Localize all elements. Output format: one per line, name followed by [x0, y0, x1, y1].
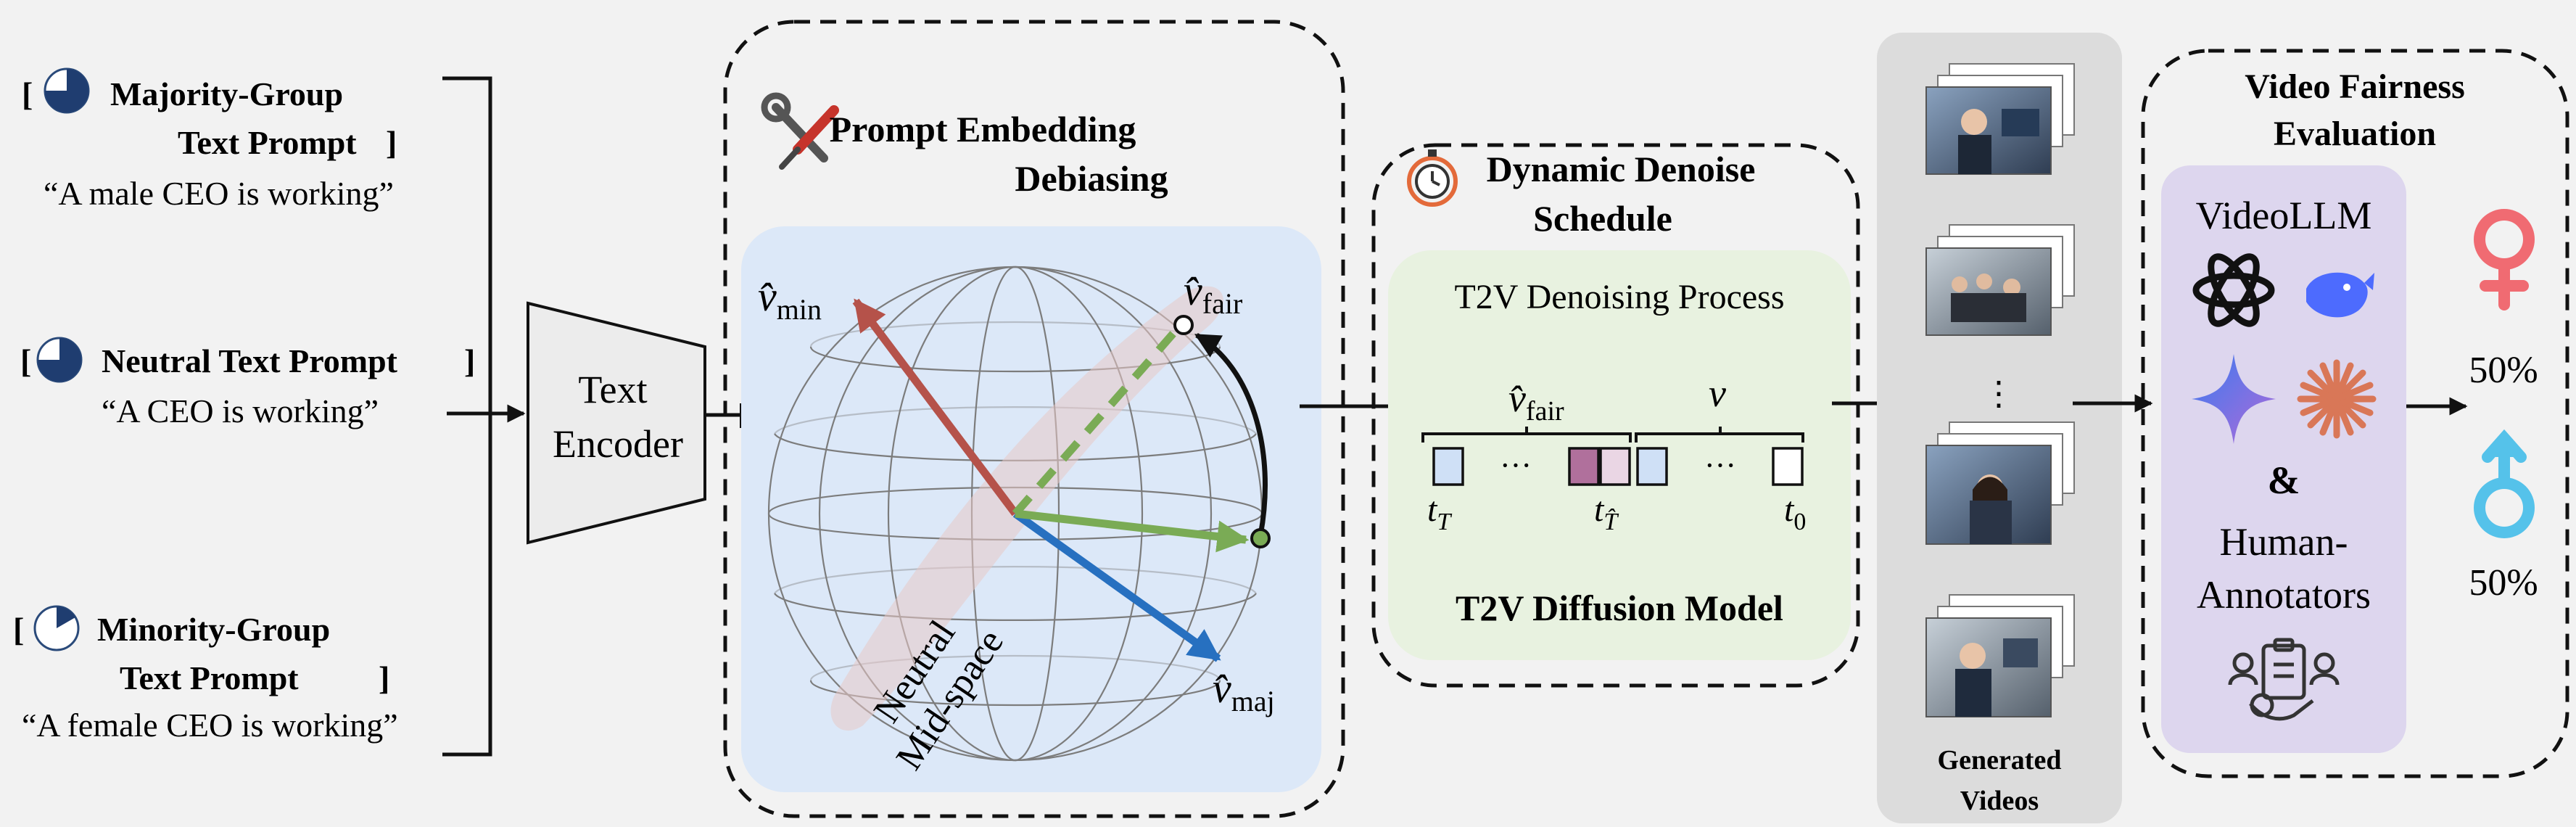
debias-title-line2: Debiasing	[1015, 158, 1168, 199]
clipboard-annotator-icon	[2228, 638, 2340, 721]
t-That-sub: T̂	[1603, 508, 1619, 535]
svg-text:]: ]	[464, 342, 475, 379]
sched-v: v	[1709, 371, 1726, 415]
v-maj-arrow	[1012, 510, 1221, 662]
svg-text:t0: t0	[1784, 490, 1806, 535]
minority-label-line2: Text Prompt	[120, 659, 299, 696]
videos-label-line1: Generated	[1938, 745, 2062, 775]
neutral-label: Neutral Text Prompt	[102, 342, 398, 379]
male-pct: 50%	[2469, 562, 2538, 604]
video-stack-2	[1925, 224, 2075, 336]
human-line1: Human-	[2220, 520, 2348, 564]
schedule-steps	[1432, 447, 1804, 486]
t-T: t	[1427, 490, 1438, 529]
svg-text:v̂fair: v̂fair	[1184, 267, 1242, 320]
v-min-arrow	[852, 298, 1019, 517]
sched-v-fair: v̂	[1508, 377, 1526, 420]
openai-icon	[2192, 253, 2275, 327]
v-min-label: v̂	[758, 273, 777, 320]
sched-dots-right: ···	[1704, 448, 1736, 483]
eval-title-line2: Evaluation	[2274, 115, 2436, 153]
v-fair-sub: fair	[1202, 287, 1243, 320]
v-fair-label: v̂	[1184, 267, 1202, 314]
svg-text:tT: tT	[1427, 490, 1452, 535]
videos-label-line2: Videos	[1960, 786, 2039, 816]
v-fair-projection-dashed	[1012, 322, 1184, 517]
eval-title-line1: Video Fairness	[2245, 67, 2465, 106]
svg-text:tT̂: tT̂	[1594, 490, 1619, 535]
pie-neutral-icon	[36, 337, 83, 383]
denoise-panel: Dynamic Denoise Schedule T2V Denoising P…	[1371, 143, 1860, 688]
male-symbol-icon	[2474, 429, 2535, 538]
schedule-braces	[1421, 427, 1804, 443]
prompt-majority: [ Majority-Group Text Prompt ] “A male C…	[22, 67, 397, 212]
neutral-mid-space-band	[830, 286, 1223, 731]
t-T-sub: T	[1437, 509, 1452, 535]
v-neutral-arrow	[1015, 509, 1250, 553]
female-pct: 50%	[2469, 350, 2538, 391]
pie-majority-icon	[44, 67, 90, 114]
amp-label: &	[2268, 458, 2300, 502]
svg-text:[: [	[13, 611, 24, 648]
video-stack-4	[1925, 594, 2075, 717]
t-0: t	[1784, 490, 1795, 529]
v-neutral-point	[1250, 528, 1271, 548]
text-encoder: Text Encoder	[527, 301, 706, 545]
deepseek-whale-icon	[2306, 272, 2374, 318]
wrench-screwdriver-icon	[761, 92, 839, 170]
denoise-title-line2: Schedule	[1533, 198, 1672, 239]
svg-text:v̂maj: v̂maj	[1213, 665, 1275, 717]
denoise-title-line1: Dynamic Denoise	[1487, 149, 1756, 189]
claude-burst-icon	[2297, 359, 2377, 439]
svg-text:[: [	[20, 342, 31, 379]
denoise-process-label: T2V Denoising Process	[1454, 278, 1784, 316]
prompt-minority: [ Minority-Group Text Prompt ] “A female…	[13, 605, 398, 744]
human-line2: Annotators	[2197, 573, 2371, 617]
minority-example: “A female CEO is working”	[22, 707, 398, 744]
videos-vdots: ⋮	[1982, 375, 2015, 412]
majority-label-line2: Text Prompt	[178, 124, 357, 161]
encoder-line1: Text	[578, 368, 647, 411]
v-maj-label: v̂	[1213, 665, 1231, 712]
debiasing-panel: Prompt Embedding Debiasing Neutral Mid-s…	[723, 20, 1345, 818]
video-stack-1	[1925, 63, 2075, 175]
prompt-neutral: [ Neutral Text Prompt ] “A CEO is workin…	[20, 337, 475, 429]
female-symbol-icon	[2474, 209, 2535, 310]
v-fair-point	[1173, 315, 1194, 335]
svg-text:]: ]	[386, 124, 397, 161]
rotation-arc-arrow	[1194, 332, 1268, 536]
svg-text:v̂min: v̂min	[758, 273, 822, 326]
diffusion-model-label: T2V Diffusion Model	[1456, 588, 1783, 628]
sched-dots-left: ···	[1500, 448, 1532, 483]
evaluation-panel: Video Fairness Evaluation VideoLLM & Hum…	[2141, 49, 2569, 778]
generated-videos-panel: ⋮ Generated Videos	[1877, 33, 2122, 823]
t-0-sub: 0	[1793, 509, 1806, 535]
majority-example: “A male CEO is working”	[44, 175, 394, 212]
svg-text:[: [	[22, 75, 33, 112]
v-min-sub: min	[777, 293, 822, 326]
svg-text:v̂fair: v̂fair	[1508, 377, 1564, 427]
majority-label-line1: Majority-Group	[110, 75, 343, 112]
neutral-example: “A CEO is working”	[102, 392, 379, 429]
sched-v-fair-sub: fair	[1526, 396, 1564, 427]
pie-minority-icon	[33, 605, 80, 651]
debias-title-line1: Prompt Embedding	[830, 109, 1136, 149]
minority-label-line1: Minority-Group	[97, 611, 330, 648]
encoder-line2: Encoder	[553, 422, 683, 466]
video-stack-3	[1925, 421, 2075, 545]
prompts-bracket	[442, 76, 492, 757]
v-maj-sub: maj	[1231, 685, 1275, 717]
gemini-star-icon	[2192, 354, 2276, 444]
stopwatch-icon	[1407, 149, 1458, 207]
svg-text:]: ]	[379, 659, 389, 696]
t-That: t	[1594, 490, 1605, 529]
videollm-label: VideoLLM	[2196, 194, 2372, 237]
